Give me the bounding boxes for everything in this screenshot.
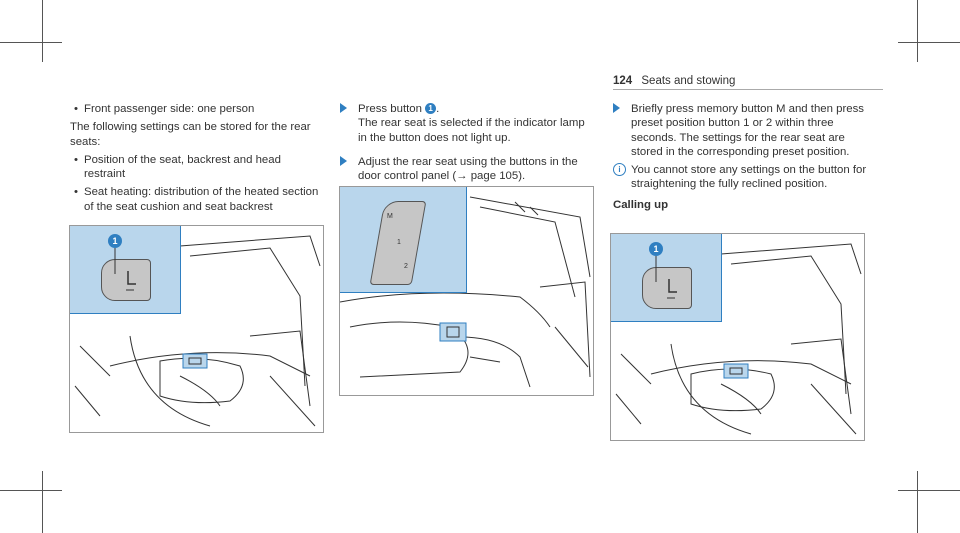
callout-number: 1: [649, 242, 663, 256]
door-panel-drawing: [74, 235, 321, 427]
step-arrow-icon: [340, 155, 347, 166]
preset-button-1: 1: [397, 239, 401, 246]
crop-mark: [0, 490, 62, 491]
step-arrow-icon: [340, 103, 347, 113]
intro-text: The following settings can be stored for…: [70, 121, 311, 148]
seat-button: [101, 259, 151, 301]
section-title: Seats and stowing: [641, 75, 736, 87]
list-item: Front passenger side: one person: [70, 102, 322, 117]
callout-number: 1: [108, 234, 122, 248]
page-header: 124 Seats and stowing: [613, 75, 735, 87]
step-text: The rear seat is selected if the indicat…: [358, 117, 585, 144]
crop-mark: [917, 0, 918, 62]
callout-number: 1: [425, 103, 437, 115]
column-3: Briefly press memory button M and then p…: [613, 102, 875, 212]
header-rule: [613, 89, 883, 90]
door-panel-drawing: [340, 196, 591, 388]
page-number: 124: [613, 75, 633, 87]
crop-mark: [0, 42, 62, 43]
step-text: Adjust the rear seat using the buttons i…: [358, 155, 578, 183]
list-item: Seat heating: distribution of the heated…: [70, 185, 322, 214]
column-2: Press button 1. The rear seat is selecte…: [340, 102, 592, 183]
memory-button-m: M: [387, 213, 393, 220]
illustration-door-panel-2: M 1 2: [339, 186, 594, 396]
info-icon: i: [613, 163, 626, 177]
list-item: Position of the seat, backrest and head …: [70, 153, 322, 182]
step-text: Briefly press memory button M and then p…: [631, 103, 864, 158]
seat-icon: [655, 256, 677, 299]
crop-mark: [898, 42, 960, 43]
preset-button-2: 2: [404, 263, 408, 270]
zoom-inset: 1: [611, 234, 722, 322]
note-text: You cannot store any settings on the but…: [631, 164, 867, 191]
crop-mark: [898, 490, 960, 491]
step-arrow-icon: [613, 103, 620, 113]
column-1: Front passenger side: one person The fol…: [70, 102, 322, 214]
step-1: Press button 1. The rear seat is selecte…: [340, 102, 592, 145]
zoom-inset: 1: [70, 226, 181, 314]
step-2: Adjust the rear seat using the buttons i…: [340, 155, 592, 184]
crop-mark: [42, 471, 43, 533]
info-note: i You cannot store any settings on the b…: [613, 163, 875, 192]
step-3: Briefly press memory button M and then p…: [613, 102, 875, 159]
crop-mark: [917, 471, 918, 533]
step-text: Press button: [358, 103, 422, 115]
crop-mark: [42, 0, 43, 62]
illustration-door-panel-3: 1: [610, 233, 865, 441]
seat-icon: [114, 248, 136, 291]
seat-button: [642, 267, 692, 309]
zoom-inset: M 1 2: [340, 187, 467, 293]
illustration-door-panel-1: 1: [69, 225, 324, 433]
door-panel-drawing: [615, 243, 862, 435]
subheading: Calling up: [613, 198, 669, 211]
